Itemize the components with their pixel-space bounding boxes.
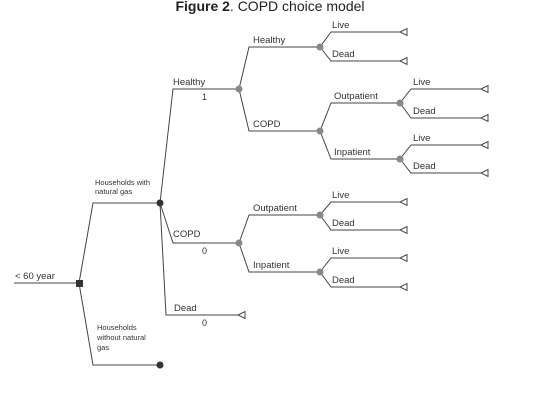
tree-labels: < 60 year Households with natural gas Ho… [15,20,436,352]
edge-healthy-healthy [238,46,320,90]
hco-dead-label: Dead [413,106,436,117]
decision-node [76,280,83,287]
edge-households-no-gas [78,282,160,366]
terminal-node-households-no-gas [156,361,164,369]
edge-copd [159,202,239,244]
edge-hco-live [399,88,481,104]
edge-hc-inpatient [319,130,400,160]
terminal-triangle-hci-dead [479,168,489,178]
edge-healthy [159,88,239,204]
hc-inpatient-label: Inpatient [334,147,371,158]
hh-live-label: Live [332,20,349,31]
chance-node-healthy-copd [316,127,324,135]
tree-nodes [76,43,404,369]
healthy-healthy-label: Healthy [253,35,285,46]
chance-node-c-inpatient [316,268,324,276]
households-gas-label-line1: Households with [95,178,150,187]
chance-node-c-outpatient [316,211,324,219]
dead-value: 0 [202,318,207,328]
healthy-value: 1 [202,92,207,102]
hci-live-label: Live [413,133,430,144]
terminal-triangle-hh-live [398,27,408,37]
hh-dead-label: Dead [332,49,355,60]
chance-node-healthy [235,85,243,93]
c-outpatient-label: Outpatient [253,203,297,214]
copd-label: COPD [173,229,201,240]
edge-dead [159,202,238,316]
households-no-gas-label-line3: gas [97,343,109,352]
terminal-triangle-co-dead [398,225,408,235]
c-inpatient-label: Inpatient [253,260,290,271]
chance-node-healthy-healthy [316,43,324,51]
terminal-triangle-ci-dead [398,282,408,292]
households-no-gas-label-line1: Households [97,323,137,332]
terminal-triangle-hci-live [479,140,489,150]
edge-co-live [319,201,400,216]
healthy-label: Healthy [173,77,205,88]
edge-ci-live [319,257,400,273]
terminal-triangle-hco-live [479,84,489,94]
co-dead-label: Dead [332,218,355,229]
chance-node-hc-outpatient [396,99,404,107]
hco-live-label: Live [413,77,430,88]
edge-hci-live [399,144,481,160]
root-label: < 60 year [15,271,55,282]
households-gas-label-line2: natural gas [95,187,132,196]
chance-node-copd [235,239,243,247]
healthy-copd-label: COPD [253,119,281,130]
hci-dead-label: Dead [413,161,436,172]
edge-c-outpatient [238,214,320,244]
hc-outpatient-label: Outpatient [334,91,378,102]
copd-value: 0 [202,246,207,256]
chance-node-hc-inpatient [396,155,404,163]
edge-households-gas [78,202,160,284]
edge-co-dead [319,214,400,231]
edge-hco-dead [399,102,481,119]
ci-dead-label: Dead [332,275,355,286]
households-no-gas-label-line2: without natural [96,333,146,342]
terminal-triangle-hh-dead [398,56,408,66]
terminal-triangle-dead [236,310,246,320]
edge-hc-outpatient [319,102,400,132]
ci-live-label: Live [332,246,349,257]
dead-label: Dead [174,303,197,314]
terminal-triangle-hco-dead [479,113,489,123]
edge-hci-dead [399,158,481,174]
edge-hh-live [319,31,400,48]
terminal-triangles [236,27,489,320]
figure-title-rest: . COPD choice model [229,0,365,14]
terminal-triangle-co-live [398,197,408,207]
figure-title-bold: Figure 2 [175,0,230,14]
co-live-label: Live [332,190,349,201]
edge-c-inpatient [238,242,320,273]
chance-node-households-gas [156,199,164,207]
edge-hh-dead [319,46,400,62]
figure-title: Figure 2. COPD choice model [0,0,540,14]
edge-healthy-copd [238,88,320,132]
edge-ci-dead [319,271,400,288]
tree-edges [14,31,481,366]
terminal-triangle-ci-live [398,253,408,263]
